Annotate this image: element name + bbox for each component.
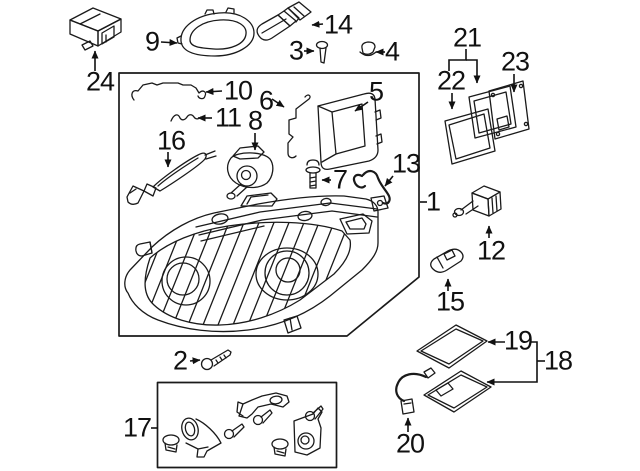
callout-3[interactable]: 3 (288, 35, 304, 66)
repair-kit-box (156, 381, 338, 469)
leader-6 (271, 98, 285, 108)
part-10-seal-drawing (131, 82, 207, 101)
callout-21[interactable]: 21 (452, 22, 482, 53)
callout-19[interactable]: 19 (503, 325, 533, 356)
assembly-group-box (118, 72, 420, 337)
leader-5 (354, 101, 369, 112)
callout-13[interactable]: 13 (391, 148, 421, 179)
callout-7[interactable]: 7 (332, 164, 348, 195)
part-1-headlamp-assembly-drawing (124, 192, 379, 334)
part-6-wire-drawing (287, 94, 311, 159)
leader-10 (205, 88, 223, 96)
lens-hatching (145, 222, 351, 326)
leader-21-bracket-left (448, 49, 467, 71)
part-12-socket-drawing (452, 185, 502, 218)
callout-18[interactable]: 18 (543, 345, 573, 376)
callout-5[interactable]: 5 (368, 76, 384, 107)
callout-4[interactable]: 4 (384, 36, 400, 67)
leader-21-bracket-right (466, 59, 481, 84)
callout-1[interactable]: 1 (425, 186, 441, 217)
callout-23[interactable]: 23 (500, 46, 530, 77)
leader-14 (311, 20, 324, 28)
callout-14[interactable]: 14 (323, 9, 353, 40)
callout-24[interactable]: 24 (85, 66, 115, 97)
part-13-bracket-drawing (352, 169, 391, 212)
leader-18-bracket (486, 341, 538, 386)
part-15-wedge-bulb-drawing (430, 248, 464, 273)
callout-17[interactable]: 17 (122, 412, 152, 443)
callout-6[interactable]: 6 (258, 85, 274, 116)
callout-9[interactable]: 9 (144, 26, 160, 57)
leader-9 (160, 39, 178, 47)
callout-12[interactable]: 12 (476, 235, 506, 266)
part-18-ballast-drawing (423, 370, 492, 413)
part-17-repair-kit-drawing (162, 392, 324, 458)
callout-15[interactable]: 15 (435, 286, 465, 317)
part-19-cover-drawing (416, 324, 488, 369)
callout-8[interactable]: 8 (247, 105, 263, 136)
part-3-screw-drawing (315, 40, 329, 64)
part-11-wire-drawing (170, 114, 202, 122)
part-8-leveling-motor-drawing (226, 145, 274, 200)
part-22-cover-drawing (444, 108, 496, 165)
part-20-cable-drawing (395, 367, 436, 415)
callout-2[interactable]: 2 (172, 345, 188, 376)
part-5-frame-drawing (317, 92, 383, 170)
callout-22[interactable]: 22 (436, 65, 466, 96)
callout-16[interactable]: 16 (156, 125, 186, 156)
leader-lines (91, 20, 545, 432)
callout-20[interactable]: 20 (395, 428, 425, 459)
part-4-clip-drawing (359, 41, 377, 57)
part-24-control-module-drawing (69, 7, 122, 51)
callout-10[interactable]: 10 (223, 75, 253, 106)
part-21-cover-drawing (468, 85, 517, 139)
leader-13 (384, 175, 394, 187)
part-7-screw-drawing (305, 159, 321, 189)
part-16-bulb-socket-drawing (126, 150, 217, 205)
leader-2 (189, 357, 201, 365)
callout-11[interactable]: 11 (214, 102, 242, 133)
part-14-bulb-drawing (256, 1, 312, 41)
part-9-trim-ring-drawing (176, 7, 255, 57)
part-2-screw-drawing (200, 349, 232, 371)
